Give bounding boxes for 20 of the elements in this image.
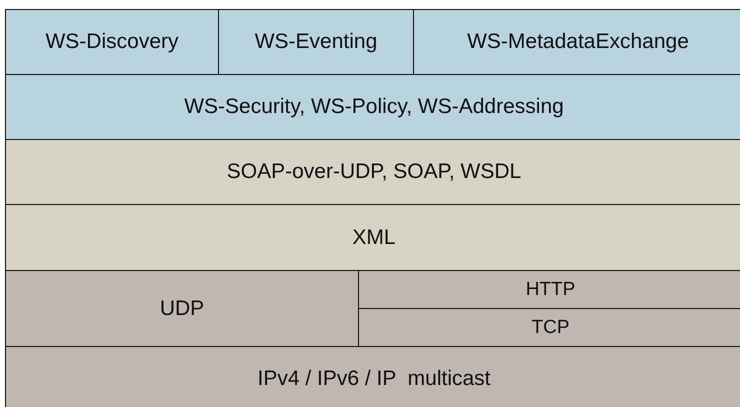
layer-label: XML [352,226,396,250]
layer-label: HTTP [526,278,576,300]
layer-box [5,9,219,75]
layer-label: WS-Eventing [254,30,378,54]
layer-label: UDP [160,296,204,320]
layer-box [5,74,740,140]
layer-label: TCP [532,316,570,338]
layer-box [413,9,740,75]
layer-label: SOAP-over-UDP, SOAP, WSDL [226,160,522,184]
layer-label: IPv4 / IPv6 / IP multicast [257,367,491,391]
layer-box [5,270,359,347]
layer-label: WS-Security, WS-Policy, WS-Addressing [184,95,564,119]
layer-box [5,346,740,407]
layer-box [5,204,740,271]
layer-box [5,139,740,205]
layer-box [358,270,740,309]
layer-box [358,308,740,347]
layer-label: WS-MetadataExchange [467,30,689,54]
layer-box [218,9,414,75]
layer-label: WS-Discovery [45,30,178,54]
